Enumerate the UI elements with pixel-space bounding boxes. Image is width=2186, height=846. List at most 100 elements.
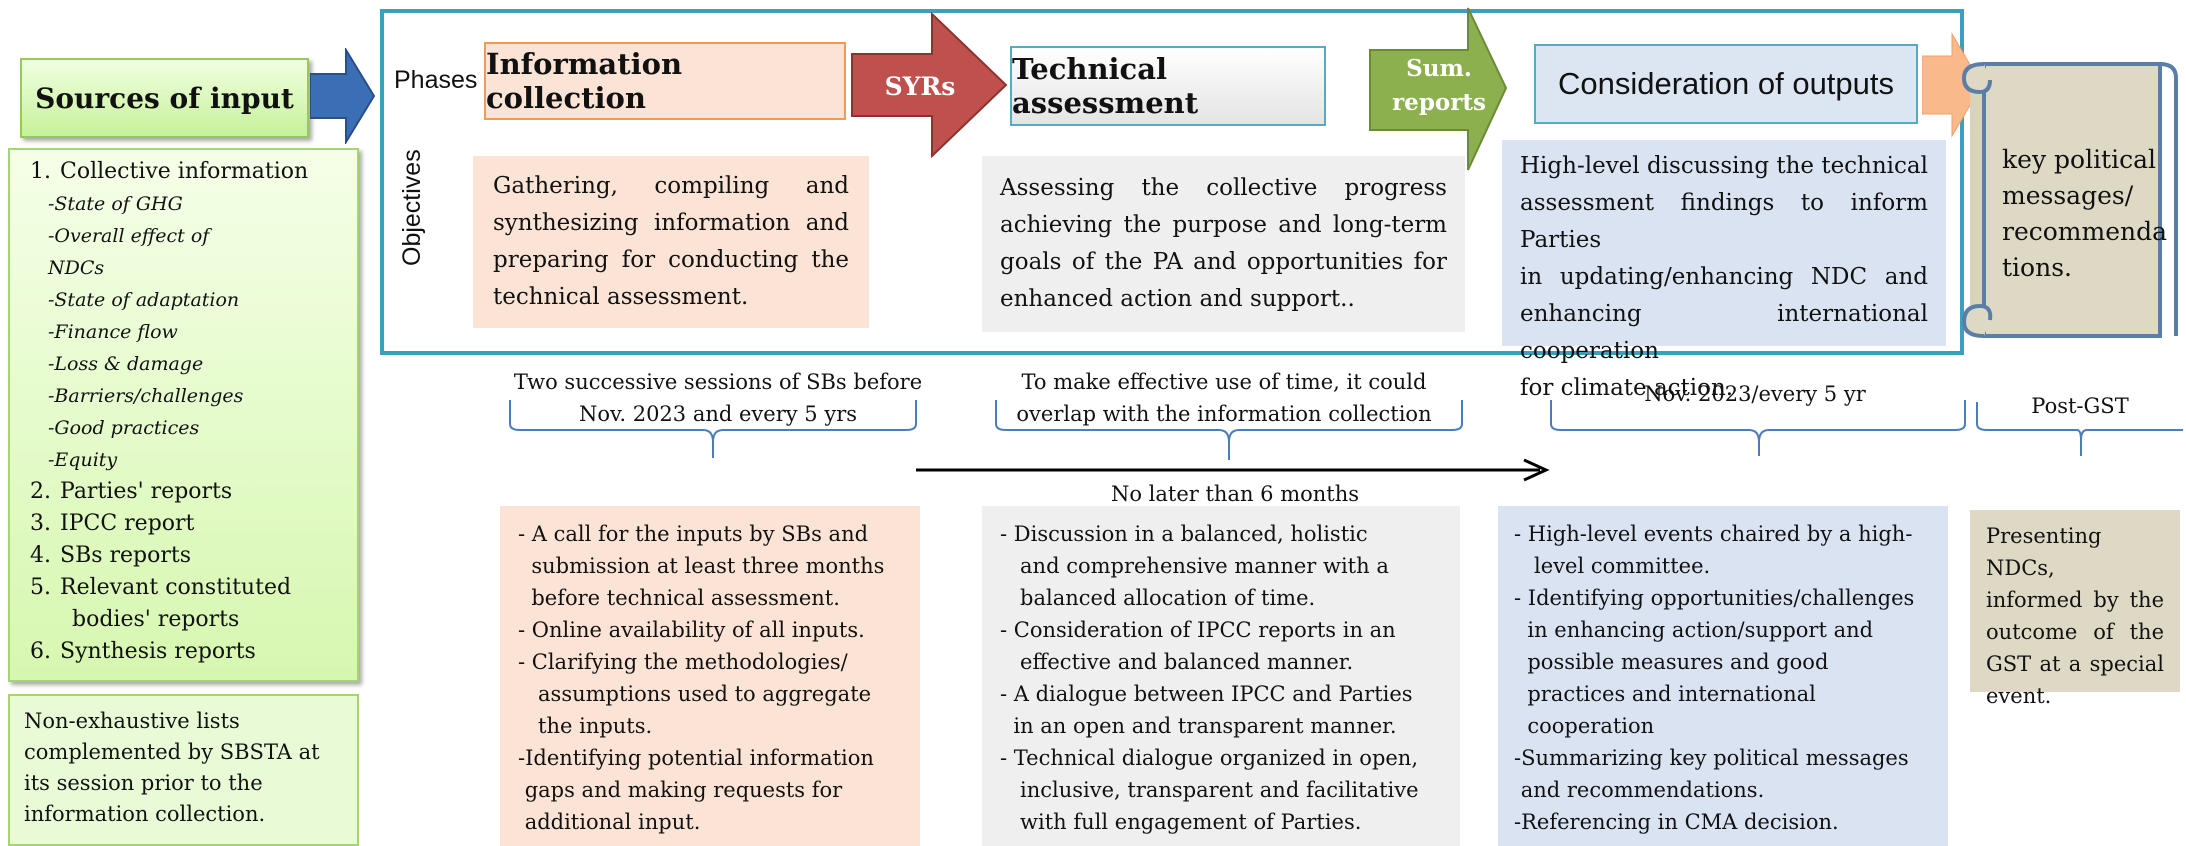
phase-information-collection: Information collection xyxy=(484,42,846,120)
objective-line: Assessing the collective progress xyxy=(1000,175,1447,201)
objective-line: assessment findings to inform Parties xyxy=(1520,190,1936,253)
phase-consideration-of-outputs: Consideration of outputs xyxy=(1534,44,1918,124)
sources-subitem: -Loss & damage xyxy=(48,353,204,375)
objective-line: High-level discussing the technical xyxy=(1520,153,1928,179)
detail-line: cooperation xyxy=(1514,714,1655,738)
sources-note-line: information collection. xyxy=(24,802,266,826)
phases-frame xyxy=(380,9,1964,355)
sources-title: Sources of input xyxy=(35,81,294,115)
sources-item-number: 1. xyxy=(30,159,51,184)
sources-item-number: 3. xyxy=(30,511,51,536)
sources-note: Non-exhaustive lists complemented by SBST… xyxy=(24,706,343,830)
detail-line: and recommendations. xyxy=(1514,778,1765,802)
objective-line: in updating/enhancing NDC and xyxy=(1520,264,1928,290)
sources-subitem: -Overall effect of xyxy=(48,225,210,247)
detail-line: event. xyxy=(1986,684,2052,708)
syrs-arrow-icon xyxy=(851,12,1008,158)
syrs-label: SYRs xyxy=(884,71,956,101)
detail-line: submission at least three months xyxy=(518,554,885,578)
detail-line: and comprehensive manner with a xyxy=(1000,554,1389,578)
objective-line: synthesizing information and xyxy=(493,210,849,236)
phase-technical-assessment: Technical assessment xyxy=(1010,46,1326,126)
objective-consideration: High-level discussing the technical asses… xyxy=(1502,140,1946,401)
objective-line: technical assessment. xyxy=(493,284,749,310)
detail-line: - Online availability of all inputs. xyxy=(518,618,865,642)
sources-list-box: 1. Collective information -State of GHG -Ov… xyxy=(8,148,359,682)
sources-note-line: complemented by SBSTA at xyxy=(24,740,320,764)
detail-line: in enhancing action/support and xyxy=(1514,618,1874,642)
info-brace-icon xyxy=(509,400,917,458)
sources-item: 3. IPCC report xyxy=(30,508,357,540)
scroll-line: key political xyxy=(2002,145,2157,174)
detail-line: with full engagement of Parties. xyxy=(1000,810,1362,834)
sources-item-number: 2. xyxy=(30,479,51,504)
cons-brace-icon xyxy=(1550,400,1966,456)
details-information-collection: - A call for the inputs by SBs and submi… xyxy=(500,506,920,846)
detail-line: - Clarifying the methodologies/ xyxy=(518,650,848,674)
phases-label: Phases xyxy=(394,66,478,94)
sources-subitem: -State of GHG xyxy=(48,193,183,215)
orange-arrow-icon xyxy=(1922,32,1983,138)
sources-note-box: Non-exhaustive lists complemented by SBST… xyxy=(8,694,359,846)
sources-subitem: -Finance flow xyxy=(48,321,178,343)
sources-item-number: 6. xyxy=(30,639,51,664)
tech-brace-icon xyxy=(995,400,1463,460)
scroll-line: tions. xyxy=(2002,253,2072,282)
detail-line: Presenting NDCs, xyxy=(1986,524,2109,580)
detail-line: balanced allocation of time. xyxy=(1000,586,1316,610)
detail-line: in an open and transparent manner. xyxy=(1000,714,1397,738)
detail-line: - Identifying opportunities/challenges xyxy=(1514,586,1915,610)
sources-item-label: SBs reports xyxy=(60,543,192,568)
objective-line: enhancing international cooperation xyxy=(1520,301,1936,364)
sources-item: 4. SBs reports xyxy=(30,540,357,572)
sum-reports-arrow-icon xyxy=(1369,7,1508,171)
detail-line: - Technical dialogue organized in open, xyxy=(1000,746,1419,770)
details-post-gst: Presenting NDCs, informed by the outcome o… xyxy=(1970,510,2180,708)
sources-subitem: -Equity xyxy=(48,449,118,471)
detail-line: additional input. xyxy=(518,810,701,834)
sources-subitem: NDCs xyxy=(48,257,105,279)
details-consideration: - High-level events chaired by a high- l… xyxy=(1498,506,1948,846)
sources-item: 1. Collective information xyxy=(30,156,357,188)
sources-subitem: -Barriers/challenges xyxy=(48,385,244,407)
objective-line: goals of the PA and opportunities for xyxy=(1000,249,1447,275)
sources-item: bodies' reports xyxy=(30,604,357,636)
objective-technical-assessment: Assessing the collective progress achievi… xyxy=(982,156,1465,332)
detail-line: the inputs. xyxy=(518,714,653,738)
sources-subitem: -State of adaptation xyxy=(48,289,240,311)
detail-line: informed by the xyxy=(1986,588,2164,612)
sources-note-line: Non-exhaustive lists xyxy=(24,709,240,733)
scroll-line: messages/ xyxy=(2002,181,2134,210)
sources-item-label: Collective information xyxy=(60,159,309,184)
objective-line: Gathering, compiling and xyxy=(493,173,849,199)
sources-note-line: its session prior to the xyxy=(24,771,263,795)
post-brace-icon xyxy=(1976,402,2183,456)
detail-line: practices and international xyxy=(1514,682,1816,706)
detail-line: inclusive, transparent and facilitative xyxy=(1000,778,1419,802)
detail-line: assumptions used to aggregate xyxy=(518,682,872,706)
detail-line: -Referencing in CMA decision. xyxy=(1514,810,1839,834)
sources-item-number: 4. xyxy=(30,543,51,568)
objective-line: preparing for conducting the xyxy=(493,247,849,273)
detail-line: possible measures and good xyxy=(1514,650,1829,674)
detail-line: - Discussion in a balanced, holistic xyxy=(1000,522,1368,546)
detail-line: - A dialogue between IPCC and Parties xyxy=(1000,682,1413,706)
objective-line: achieving the purpose and long-term xyxy=(1000,212,1447,238)
detail-line: gaps and making requests for xyxy=(518,778,843,802)
detail-line: outcome of the xyxy=(1986,620,2164,644)
objective-line: for climate action. xyxy=(1520,375,1734,401)
detail-line: effective and balanced manner. xyxy=(1000,650,1354,674)
sources-item-label: Synthesis reports xyxy=(60,639,256,664)
sources-item-number: 5. xyxy=(30,575,51,600)
detail-line: -Summarizing key political messages xyxy=(1514,746,1909,770)
sources-subitem: -Good practices xyxy=(48,417,200,439)
tech-brace-label: To make effective use of time, it could … xyxy=(1016,370,1432,426)
sources-item-label: IPCC report xyxy=(60,511,195,536)
objective-line: enhanced action and support.. xyxy=(1000,286,1355,312)
sources-arrow-icon xyxy=(310,48,376,144)
timeline-arrow-label: No later than 6 months xyxy=(1110,482,1360,506)
detail-line: - High-level events chaired by a high- xyxy=(1514,522,1913,546)
sources-title-box: Sources of input xyxy=(20,58,309,138)
post-brace-label: Post-GST xyxy=(2031,394,2129,418)
